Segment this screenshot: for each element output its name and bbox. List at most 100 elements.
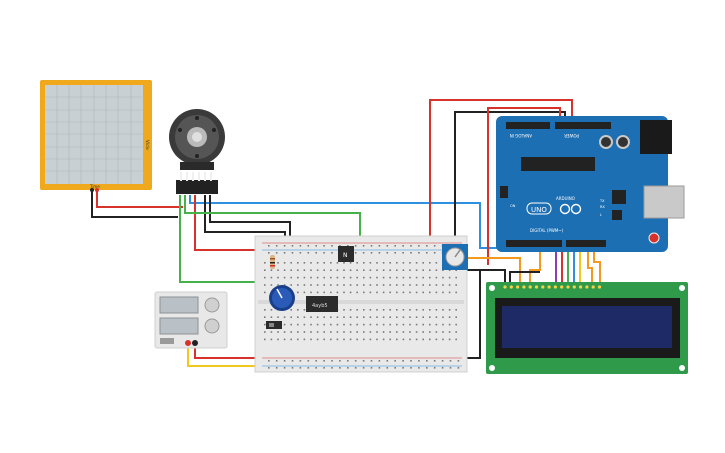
breadboard-hole[interactable] [410,367,412,369]
resistor[interactable] [270,255,275,269]
breadboard-hole[interactable] [343,309,345,311]
breadboard-hole[interactable] [356,291,358,294]
breadboard-hole[interactable] [290,284,292,286]
breadboard-hole[interactable] [378,360,381,362]
breadboard-hole[interactable] [429,338,431,341]
breadboard-hole[interactable] [415,331,418,333]
breadboard-hole[interactable] [376,309,378,311]
plotter-terminal-pos[interactable] [95,188,99,192]
breadboard-hole[interactable] [339,245,341,247]
breadboard-hole[interactable] [264,269,266,271]
breadboard-hole[interactable] [277,276,279,279]
breadboard-hole[interactable] [343,323,345,326]
breadboard-hole[interactable] [290,331,292,333]
breadboard-hole[interactable] [402,316,405,318]
breadboard-hole[interactable] [349,284,352,286]
breadboard-hole[interactable] [349,262,352,264]
breadboard-hole[interactable] [410,360,412,362]
breadboard-hole[interactable] [354,252,357,254]
breadboard-hole[interactable] [264,284,266,286]
lcd-pin[interactable] [579,285,583,289]
breadboard-hole[interactable] [290,262,292,264]
breadboard-hole[interactable] [426,245,428,247]
breadboard-hole[interactable] [382,291,385,294]
breadboard-hole[interactable] [310,276,312,279]
breadboard-hole[interactable] [307,360,310,362]
breadboard-hole[interactable] [297,269,299,271]
wire-black-plotter[interactable] [91,190,178,218]
breadboard-hole[interactable] [264,291,266,294]
breadboard-hole[interactable] [409,262,411,264]
breadboard-hole[interactable] [409,269,411,271]
breadboard-hole[interactable] [291,245,294,247]
breadboard-hole[interactable] [299,245,302,247]
breadboard-hole[interactable] [316,331,319,333]
breadboard-hole[interactable] [283,367,286,369]
breadboard-hole[interactable] [356,284,358,286]
breadboard-hole[interactable] [370,245,373,247]
breadboard-hole[interactable] [283,316,286,318]
breadboard-hole[interactable] [336,284,339,286]
breadboard-hole[interactable] [442,284,444,286]
breadboard-hole[interactable] [386,360,389,362]
breadboard-hole[interactable] [418,252,420,254]
breadboard-hole[interactable] [343,269,345,271]
breadboard-hole[interactable] [402,269,405,271]
breadboard-hole[interactable] [354,245,357,247]
breadboard-hole[interactable] [441,367,444,369]
arduino-uno[interactable]: ANALOG IN POWER UNO ARDUINO TX RX L ON D… [496,116,685,252]
wire-orange-pot[interactable] [465,257,521,282]
breadboard-hole[interactable] [455,291,457,294]
breadboard-hole[interactable] [389,262,391,264]
breadboard-hole[interactable] [435,269,438,271]
breadboard-hole[interactable] [339,360,341,362]
breadboard-hole[interactable] [457,367,460,369]
breadboard-hole[interactable] [277,316,279,318]
breadboard-hole[interactable] [330,338,332,341]
breadboard-hole[interactable] [330,276,332,279]
breadboard-hole[interactable] [343,338,345,341]
breadboard-hole[interactable] [336,276,339,279]
breadboard-hole[interactable] [349,269,352,271]
lcd-display[interactable] [486,282,688,374]
breadboard-hole[interactable] [429,316,431,318]
breadboard-hole[interactable] [323,338,325,341]
lcd-pin[interactable] [566,285,570,289]
breadboard-hole[interactable] [369,309,372,311]
breadboard-hole[interactable] [435,284,438,286]
breadboard-hole[interactable] [429,284,431,286]
breadboard-hole[interactable] [402,291,405,294]
breadboard-hole[interactable] [369,276,372,279]
lcd-pin[interactable] [534,285,539,289]
breadboard-hole[interactable] [303,309,306,311]
breadboard-hole[interactable] [290,338,292,341]
breadboard-hole[interactable] [378,245,381,247]
breadboard-hole[interactable] [376,331,378,333]
breadboard-hole[interactable] [283,269,286,271]
breadboard-hole[interactable] [264,309,266,311]
breadboard-hole[interactable] [449,360,452,362]
breadboard-hole[interactable] [330,269,332,271]
breadboard-hole[interactable] [402,367,404,369]
breadboard-hole[interactable] [343,276,345,279]
breadboard-hole[interactable] [435,323,438,326]
breadboard-hole[interactable] [378,252,381,254]
breadboard-hole[interactable] [410,245,412,247]
breadboard-hole[interactable] [418,245,420,247]
breadboard-hole[interactable] [297,316,299,318]
breadboard-hole[interactable] [277,284,279,286]
breadboard-hole[interactable] [389,323,391,326]
breadboard-hole[interactable] [336,338,339,341]
breadboard-hole[interactable] [402,284,405,286]
breadboard-hole[interactable] [290,309,292,311]
breadboard-hole[interactable] [370,252,373,254]
breadboard-hole[interactable] [343,331,345,333]
breadboard-hole[interactable] [448,309,451,311]
lcd-pin[interactable] [528,285,532,289]
breadboard-hole[interactable] [382,309,385,311]
breadboard[interactable]: N 4ayb5 [254,235,468,373]
breadboard-hole[interactable] [448,284,451,286]
breadboard-hole[interactable] [389,316,391,318]
breadboard-hole[interactable] [277,262,279,264]
breadboard-hole[interactable] [409,331,411,333]
